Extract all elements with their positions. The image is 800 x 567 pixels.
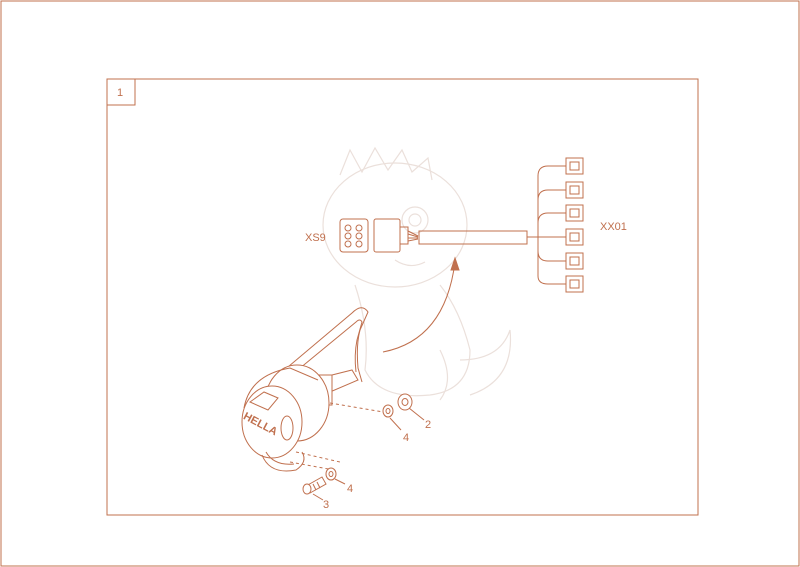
callout-4-lower: 4 — [347, 483, 353, 495]
watermark-dragon — [322, 146, 512, 401]
terminal-1 — [565, 157, 584, 175]
terminal-3 — [565, 204, 584, 222]
terminal-5 — [565, 252, 584, 270]
terminal-4 — [565, 228, 584, 246]
washer-lower — [325, 467, 337, 481]
socket-cable — [281, 307, 369, 383]
callout-2: 2 — [425, 419, 431, 431]
sheet-number-box — [106, 78, 136, 106]
cable-sleeve — [418, 230, 528, 245]
callout-4-upper: 4 — [403, 432, 409, 444]
sheet-number: 1 — [117, 87, 123, 99]
callout-leaders — [312, 407, 425, 501]
plug-housing — [373, 218, 419, 253]
label-xx01: XX01 — [600, 221, 627, 233]
terminal-2 — [565, 181, 584, 199]
screw — [302, 476, 327, 495]
drawing-frame — [106, 78, 699, 516]
terminal-6 — [565, 275, 584, 293]
callout-3: 3 — [323, 499, 329, 511]
trailer-socket — [241, 364, 359, 472]
washer-upper — [382, 404, 394, 418]
direction-arrow — [382, 256, 460, 353]
label-xs9: XS9 — [305, 232, 326, 244]
assembly-guides — [289, 402, 384, 471]
terminals-xx01 — [565, 157, 584, 293]
wire-fanout — [527, 165, 566, 285]
connector-xs9 — [339, 218, 369, 253]
nut — [397, 393, 413, 411]
